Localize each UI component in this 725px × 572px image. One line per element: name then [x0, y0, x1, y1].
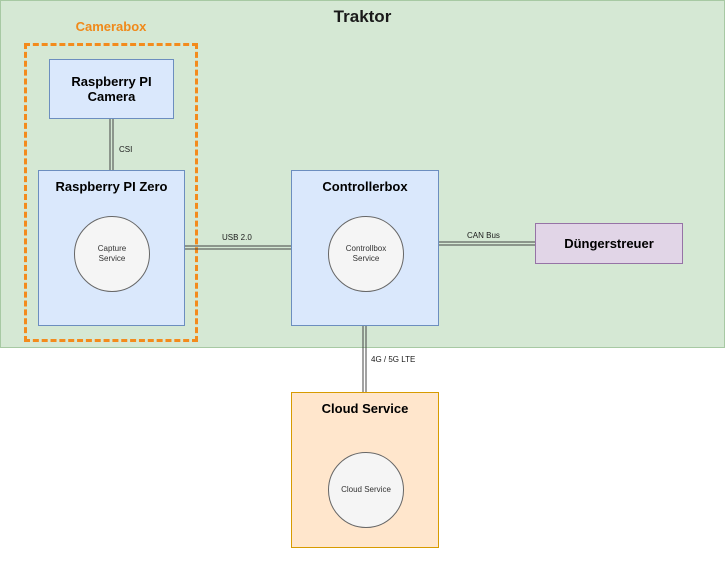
node-duengerstreuer: Düngerstreuer: [535, 223, 683, 264]
edge-label-can: CAN Bus: [467, 231, 500, 240]
node-cloud-service: Cloud Service Cloud Service: [291, 392, 439, 548]
node-title: Cloud Service: [321, 401, 409, 416]
edge-label-csi: CSI: [119, 145, 133, 154]
node-controllerbox: Controllerbox Controllbox Service: [291, 170, 439, 326]
controllbox-service-circle: Controllbox Service: [328, 216, 404, 292]
traktor-title: Traktor: [333, 7, 392, 26]
node-raspberry-pi-camera: Raspberry PI Camera: [49, 59, 174, 119]
node-raspberry-pi-zero: Raspberry PI Zero Capture Service: [38, 170, 185, 326]
cloud-service-circle: Cloud Service: [328, 452, 404, 528]
node-title: Raspberry PI Zero: [55, 179, 168, 194]
edge-label-usb: USB 2.0: [222, 233, 252, 242]
node-title: Controllerbox: [322, 179, 408, 194]
capture-service-circle: Capture Service: [74, 216, 150, 292]
camerabox-group: [24, 43, 198, 342]
edge-label-lte: 4G / 5G LTE: [371, 355, 416, 364]
camerabox-title: Camerabox: [75, 19, 147, 34]
